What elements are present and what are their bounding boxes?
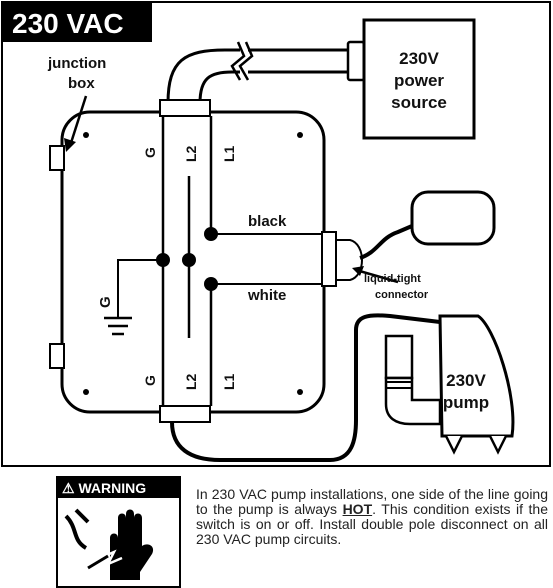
warning-text: In 230 VAC pump installations, one side …	[196, 487, 548, 547]
float-switch	[410, 190, 496, 246]
pump-foot	[444, 435, 464, 455]
l2-splice-dot	[182, 253, 196, 267]
wire-white-label: white	[247, 287, 286, 304]
pump-label-line1: 230V	[446, 371, 486, 390]
power-conduit-break-2	[238, 41, 254, 81]
pump-discharge-pipe	[384, 334, 414, 380]
ground-label: G	[97, 296, 114, 308]
power-fitting	[346, 40, 366, 82]
terminal-l2-bottom: L2	[183, 373, 199, 390]
pump-body	[438, 314, 515, 438]
title-tab	[2, 2, 152, 42]
box-screw	[297, 132, 303, 138]
terminal-g-bottom: G	[142, 375, 158, 386]
power-conduit-right	[248, 48, 350, 74]
junction-box-label-line2: box	[68, 75, 95, 92]
box-screw	[83, 132, 89, 138]
box-knockout	[49, 343, 65, 369]
box-screw	[297, 389, 303, 395]
warning-triangle-icon: ⚠	[62, 480, 75, 496]
wire-black-label: black	[248, 213, 287, 230]
warning-panel: ⚠ WARNING	[56, 476, 181, 588]
diagram-title: 230 VAC	[12, 8, 124, 39]
ground-wire	[117, 259, 163, 318]
warning-heading: WARNING	[78, 480, 147, 496]
bottom-fitting	[159, 405, 211, 423]
warning-text-part1: In 230 VAC pump installations, one side …	[196, 486, 548, 517]
terminal-l1-bottom: L1	[221, 373, 237, 390]
terminal-l1-top: L1	[221, 145, 237, 162]
pump-cord	[170, 313, 441, 462]
electric-shock-hand-icon	[64, 508, 154, 580]
junction-box-label-line1: junction	[47, 55, 106, 72]
connector-label-line1: liquid-tight	[364, 273, 421, 285]
box-knockout	[49, 145, 65, 171]
terminal-g-top: G	[142, 147, 158, 158]
pump-discharge-elbow	[384, 376, 442, 426]
warning-text-hot: HOT	[342, 501, 373, 517]
box-screw	[83, 389, 89, 395]
junction-box-callout-arrow	[68, 95, 88, 147]
terminal-l2-top: L2	[183, 145, 199, 162]
pump-label-line2: pump	[443, 393, 489, 412]
power-source-label-line1: 230V	[399, 49, 439, 68]
connector-label-line2: connector	[375, 289, 429, 301]
pump-foot	[488, 435, 508, 455]
diagram-frame	[1, 1, 551, 467]
warning-text-part2: . This condition exists if the switch is…	[196, 501, 548, 547]
warning-header: ⚠ WARNING	[58, 478, 179, 498]
power-source-label-line3: source	[391, 93, 447, 112]
power-source-box	[362, 18, 476, 140]
liquid-tight-connector-body	[321, 231, 337, 287]
connector-callout-arrow	[355, 268, 399, 284]
junction-box-callout-arrowhead	[64, 138, 76, 152]
float-switch-cord	[359, 224, 413, 260]
top-fitting	[159, 99, 211, 117]
power-conduit	[166, 48, 240, 104]
wiring-diagram: 230 VAC 230V power source G L2 L1 G L2 L…	[1, 1, 551, 467]
power-source-label-line2: power	[394, 71, 444, 90]
power-conduit-break	[230, 41, 246, 81]
connector-callout-arrowhead	[352, 266, 364, 276]
